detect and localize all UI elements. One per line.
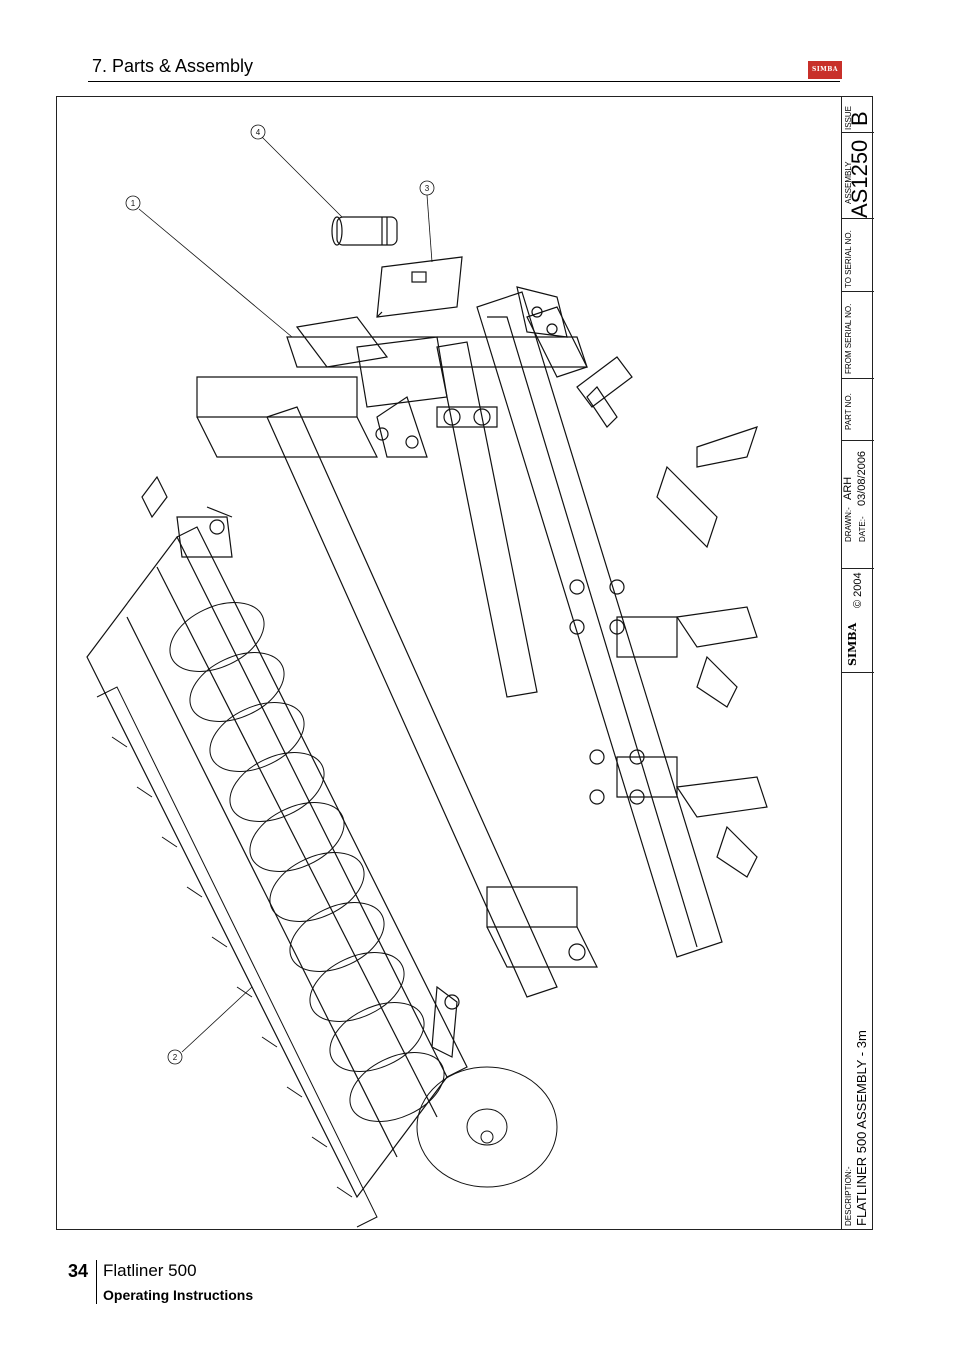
date-label: DATE:- — [858, 516, 867, 542]
title-block: ISSUE B ASSEMBLY AS1250 TO SERIAL NO. FR… — [841, 96, 874, 1230]
to-serial-label: TO SERIAL NO. — [844, 230, 853, 288]
part-no-label: PART NO. — [844, 393, 853, 430]
date-value: 03/08/2006 — [856, 450, 868, 506]
main-frame — [196, 291, 723, 998]
document-subtitle: Operating Instructions — [103, 1287, 254, 1303]
callout-4: 4 — [250, 124, 266, 140]
simba-logo: SIMBA — [808, 61, 842, 79]
callout-1: 1 — [125, 195, 141, 211]
callout-2: 2 — [167, 1049, 183, 1065]
header-divider — [88, 81, 840, 82]
assembly-number: AS1250 — [847, 139, 872, 218]
leader-lines — [138, 136, 433, 1053]
issue-value: B — [847, 111, 872, 126]
assembly-drawing: 1 2 3 4 — [86, 124, 768, 1228]
description-label: DESCRIPTION:- — [844, 1166, 853, 1226]
section-title: 7. Parts & Assembly — [92, 56, 254, 76]
product-name: Flatliner 500 — [103, 1261, 197, 1280]
copyright: © 2004 — [852, 572, 864, 608]
page-number: 34 — [68, 1261, 89, 1281]
legs — [568, 356, 768, 961]
callout-1-label: 1 — [131, 199, 136, 208]
manual-part — [376, 256, 463, 318]
callout-2-label: 2 — [173, 1053, 178, 1062]
roller-discs — [169, 602, 558, 1188]
drawn-label: DRAWN:- — [844, 507, 853, 542]
drawn-value: ARH — [842, 476, 854, 500]
headstock — [356, 286, 568, 458]
callouts: 1 2 3 4 — [125, 124, 435, 1065]
canister-part — [331, 216, 398, 246]
brand-mark: SIMBA — [846, 622, 859, 666]
from-serial-label: FROM SERIAL NO. — [844, 303, 853, 374]
description-text: FLATLINER 500 ASSEMBLY - 3m — [854, 1030, 869, 1226]
roller-frame — [86, 475, 468, 1199]
callout-4-label: 4 — [256, 128, 261, 137]
drawing-frame — [56, 96, 873, 1230]
callout-3-label: 3 — [425, 184, 430, 193]
scraper-bars — [96, 686, 378, 1228]
callout-3: 3 — [419, 180, 435, 196]
footer-divider — [96, 1260, 97, 1304]
